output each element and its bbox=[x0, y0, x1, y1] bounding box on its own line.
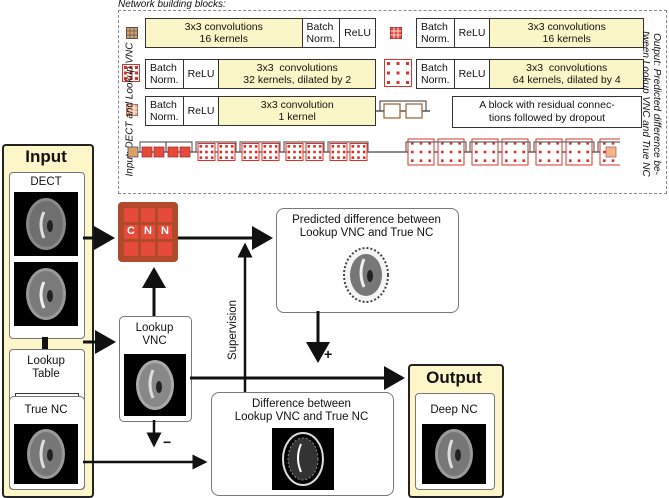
block1-bn: Batch Norm. bbox=[303, 19, 341, 47]
cnn-letter-c: C bbox=[127, 225, 135, 237]
difference-image bbox=[272, 428, 334, 490]
block3-icon bbox=[122, 64, 140, 82]
block4-bn: Batch Norm. bbox=[417, 60, 455, 88]
dect-connector bbox=[42, 337, 48, 349]
minus-sign: − bbox=[163, 434, 172, 450]
building-blocks-title: Network building blocks: bbox=[118, 0, 226, 10]
lookup-vnc-image bbox=[124, 354, 186, 416]
chain-block bbox=[127, 146, 139, 158]
building-blocks-panel bbox=[118, 10, 667, 194]
dect-label: DECT bbox=[30, 176, 62, 188]
block5: Batch Norm. ReLU 3x3 convolution 1 kerne… bbox=[145, 96, 376, 126]
chain-block bbox=[179, 146, 191, 158]
plus-sign: + bbox=[324, 346, 333, 362]
block2: Batch Norm. ReLU 3x3 convolutions 16 ker… bbox=[416, 18, 644, 48]
block1: 3x3 convolutions 16 kernels Batch Norm. … bbox=[145, 18, 376, 48]
block5-icon bbox=[126, 104, 138, 116]
true-nc-image bbox=[14, 424, 78, 484]
cnn-grid bbox=[124, 208, 172, 256]
true-nc-label: True NC bbox=[24, 404, 68, 416]
block3-bn: Batch Norm. bbox=[146, 60, 184, 88]
dect-image-high bbox=[14, 262, 78, 326]
chain-block bbox=[605, 146, 617, 158]
block5-bn: Batch Norm. bbox=[146, 97, 184, 125]
block1-icon bbox=[126, 27, 138, 39]
block1-relu: ReLU bbox=[344, 27, 371, 39]
block2-bn: Batch Norm. bbox=[417, 19, 455, 47]
chain-block bbox=[153, 146, 165, 158]
predicted-diff-image bbox=[334, 244, 398, 306]
input-title: Input bbox=[25, 147, 67, 166]
predicted-diff-label: Predicted difference between Lookup VNC … bbox=[292, 214, 441, 239]
block3-conv: 3x3 convolutions 32 kernels, dilated by … bbox=[219, 60, 375, 88]
cnn-letter-n1: N bbox=[144, 225, 152, 237]
block5-relu: ReLU bbox=[184, 97, 220, 125]
block4: Batch Norm. ReLU 3x3 convolutions 64 ker… bbox=[416, 59, 644, 89]
deep-nc-label: Deep NC bbox=[430, 404, 478, 416]
block3-relu: ReLU bbox=[184, 60, 220, 88]
residual-block-icon bbox=[376, 100, 430, 119]
difference-label: Difference between Lookup VNC and True N… bbox=[234, 398, 369, 423]
residual-note: A block with residual connec- tions foll… bbox=[452, 96, 642, 128]
block2-relu: ReLU bbox=[455, 19, 491, 47]
block1-conv: 3x3 convolutions 16 kernels bbox=[146, 19, 303, 47]
chain-block bbox=[167, 146, 179, 158]
network-output-label: Output: Predicted difference be- tween L… bbox=[640, 31, 662, 177]
output-title: Output bbox=[426, 368, 482, 387]
block2-icon bbox=[390, 27, 402, 39]
lookup-table-label: Lookup Table bbox=[27, 355, 65, 380]
cnn-letter-n2: N bbox=[161, 225, 169, 237]
block4-icon bbox=[384, 59, 412, 87]
block4-relu: ReLU bbox=[455, 60, 491, 88]
deep-nc-image bbox=[422, 424, 486, 484]
block2-conv: 3x3 convolutions 16 kernels bbox=[490, 19, 643, 47]
dect-image-low bbox=[14, 192, 78, 256]
block4-conv: 3x3 convolutions 64 kernels, dilated by … bbox=[490, 60, 643, 88]
block5-conv: 3x3 convolution 1 kernel bbox=[219, 97, 375, 125]
block3: Batch Norm. ReLU 3x3 convolutions 32 ker… bbox=[145, 59, 376, 89]
network-chain bbox=[127, 138, 620, 166]
chain-block bbox=[141, 146, 153, 158]
supervision-label: Supervision bbox=[227, 299, 239, 361]
lookup-vnc-label: Lookup VNC bbox=[135, 322, 174, 347]
